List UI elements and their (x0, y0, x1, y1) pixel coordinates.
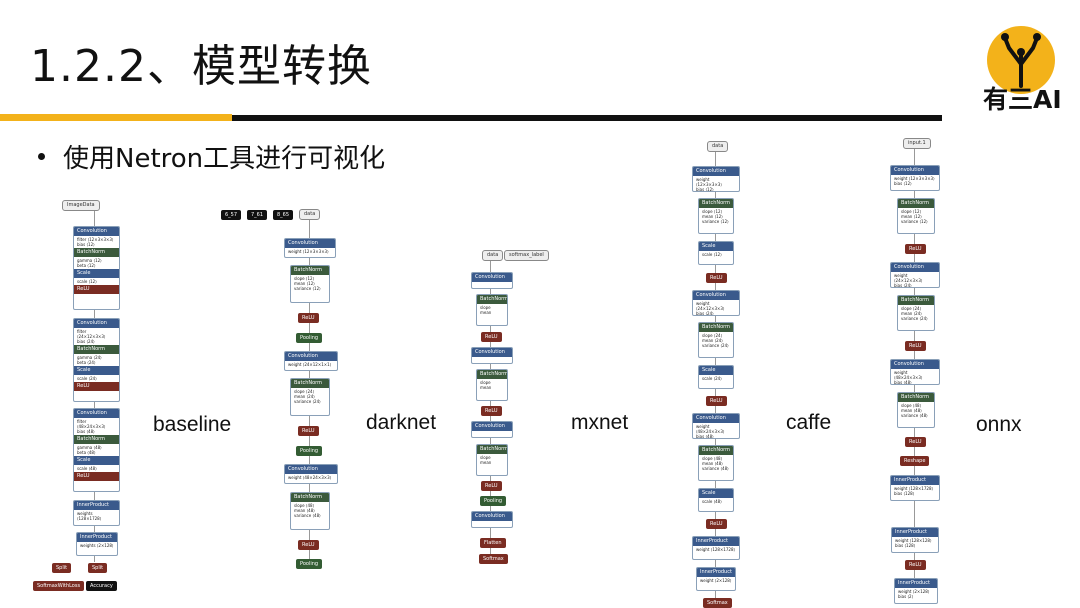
relu-node[interactable]: ReLU (706, 396, 727, 406)
flatten-node[interactable]: Flatten (480, 538, 506, 548)
pooling-node[interactable]: Pooling (480, 496, 507, 506)
pooling-node[interactable]: Pooling (296, 333, 323, 343)
relu-node[interactable]: ReLU (298, 426, 319, 436)
softmax-node[interactable]: Softmax (703, 598, 732, 608)
pooling-node[interactable]: Pooling (296, 446, 323, 456)
pooling-node[interactable]: Pooling (296, 559, 323, 569)
reshape-node[interactable]: Reshape (900, 456, 930, 466)
conv-node[interactable]: Convolution (471, 272, 513, 289)
output-node[interactable]: Accuracy (86, 581, 117, 591)
bullet-item: 使用Netron工具进行可视化 (38, 138, 385, 175)
label-darknet: darknet (366, 411, 437, 434)
graph-input-node[interactable]: 7_61 (247, 210, 268, 220)
graph-input-node[interactable]: softmax_label (504, 250, 549, 261)
title-underline (232, 115, 942, 121)
graph-input-node[interactable]: data (482, 250, 504, 261)
graph-input-node[interactable]: 8_65 (273, 210, 294, 220)
bullet-text: 使用Netron工具进行可视化 (63, 144, 386, 174)
page-title: 1.2.2、模型转换 (30, 41, 372, 92)
conv-node[interactable]: Convolution (471, 421, 513, 438)
relu-node[interactable]: ReLU (706, 519, 727, 529)
label-baseline: baseline (153, 413, 232, 436)
label-caffe: caffe (786, 411, 832, 434)
brand-name: 有三AI (983, 85, 1062, 114)
relu-node[interactable]: ReLU (481, 332, 502, 342)
title-underline-accent (0, 114, 232, 121)
graph-input-node[interactable]: input.1 (903, 138, 931, 149)
graph-input-node[interactable]: data (299, 209, 321, 220)
conv-node[interactable]: Convolution (471, 347, 513, 364)
relu-node[interactable]: ReLU (481, 481, 502, 491)
relu-node[interactable]: ReLU (905, 341, 926, 351)
conv-node[interactable]: Convolution (471, 511, 513, 528)
bullet-dot-icon (38, 153, 45, 160)
split-node[interactable]: Split (88, 563, 108, 573)
graph-input-node[interactable]: ImageData (62, 200, 100, 211)
relu-node[interactable]: ReLU (298, 313, 319, 323)
split-node[interactable]: Split (52, 563, 72, 573)
relu-node[interactable]: ReLU (706, 273, 727, 283)
output-node[interactable]: SoftmaxWithLoss (33, 581, 85, 591)
graph-input-node[interactable]: data (707, 141, 729, 152)
label-mxnet: mxnet (571, 411, 629, 434)
relu-node[interactable]: ReLU (298, 540, 319, 550)
graph-input-node[interactable]: 6_57 (221, 210, 242, 220)
softmax-node[interactable]: Softmax (479, 554, 508, 564)
relu-node[interactable]: ReLU (905, 560, 926, 570)
relu-node[interactable]: ReLU (481, 406, 502, 416)
relu-node[interactable]: ReLU (905, 244, 926, 254)
relu-node[interactable]: ReLU (905, 437, 926, 447)
label-onnx: onnx (976, 413, 1022, 436)
brand-logo-icon (987, 26, 1055, 94)
